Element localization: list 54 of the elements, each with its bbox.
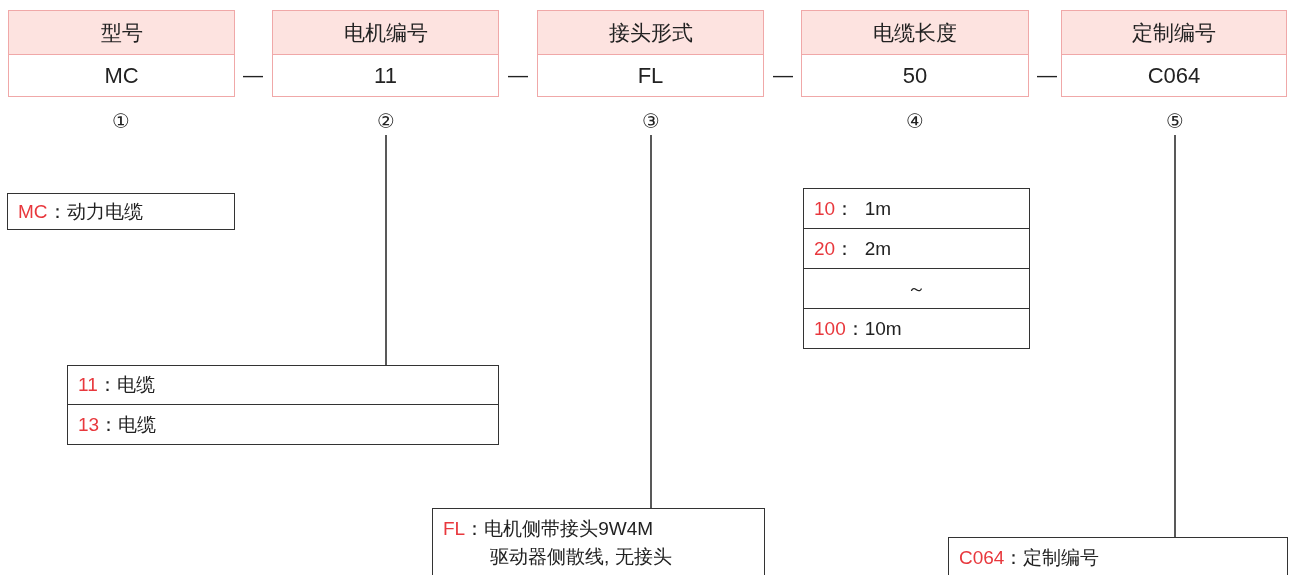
option-description: ：电机侧带接头9W4M <box>465 518 654 539</box>
callout-number: ④ <box>900 109 930 135</box>
option-row <box>803 228 1030 269</box>
leader-line <box>385 134 387 366</box>
option-row <box>803 308 1030 349</box>
option-code: 100 <box>814 317 846 340</box>
option-code: C064 <box>959 547 1005 569</box>
option-box <box>432 508 765 575</box>
option-code: 10 <box>814 197 836 220</box>
code-field-box <box>272 10 499 97</box>
code-field-box <box>801 10 1029 97</box>
field-heading: 型号 <box>9 11 234 55</box>
field-heading: 电缆长度 <box>802 11 1028 55</box>
option-description: ～ <box>907 276 926 301</box>
separator-dash: — <box>508 64 528 87</box>
option-code: 13 <box>78 413 100 436</box>
code-field-box <box>537 10 764 97</box>
field-heading: 接头形式 <box>538 11 763 55</box>
option-description: ： 1m <box>835 196 892 221</box>
field-value: C064 <box>1146 61 1202 90</box>
option-row <box>67 404 499 445</box>
leader-line <box>650 134 652 509</box>
field-heading: 定制编号 <box>1062 11 1286 55</box>
option-description: ：定制编号 <box>1004 546 1100 570</box>
leader-line <box>1174 134 1176 538</box>
option-description: ：电缆 <box>99 412 157 437</box>
option-description: ：电缆 <box>97 373 155 397</box>
option-code: 20 <box>814 237 836 260</box>
option-description: ：动力电缆 <box>47 199 143 224</box>
option-description: ：10m <box>845 316 902 341</box>
callout-number: ⑤ <box>1160 109 1190 135</box>
field-heading: 电机编号 <box>273 11 498 55</box>
option-row <box>803 268 1030 309</box>
separator-dash: — <box>773 64 793 87</box>
callout-number: ① <box>106 109 136 135</box>
field-value: MC <box>103 61 140 90</box>
separator-dash: — <box>243 64 263 87</box>
field-value: 50 <box>901 61 929 90</box>
option-code: 11 <box>78 374 98 396</box>
option-row <box>7 193 235 230</box>
option-row <box>948 537 1288 575</box>
callout-number: ③ <box>636 109 666 135</box>
option-description: ： 2m <box>835 236 892 261</box>
option-row <box>67 365 499 405</box>
option-row <box>803 188 1030 229</box>
callout-number: ② <box>371 109 401 135</box>
option-description: 驱动器侧散线, 无接头 <box>490 546 672 567</box>
code-field-box <box>1061 10 1287 97</box>
field-value: 11 <box>373 61 398 90</box>
option-code: MC <box>18 200 48 223</box>
option-code: FL <box>443 518 466 539</box>
separator-dash: — <box>1037 64 1057 87</box>
code-field-box <box>8 10 235 97</box>
field-value: FL <box>636 61 665 90</box>
